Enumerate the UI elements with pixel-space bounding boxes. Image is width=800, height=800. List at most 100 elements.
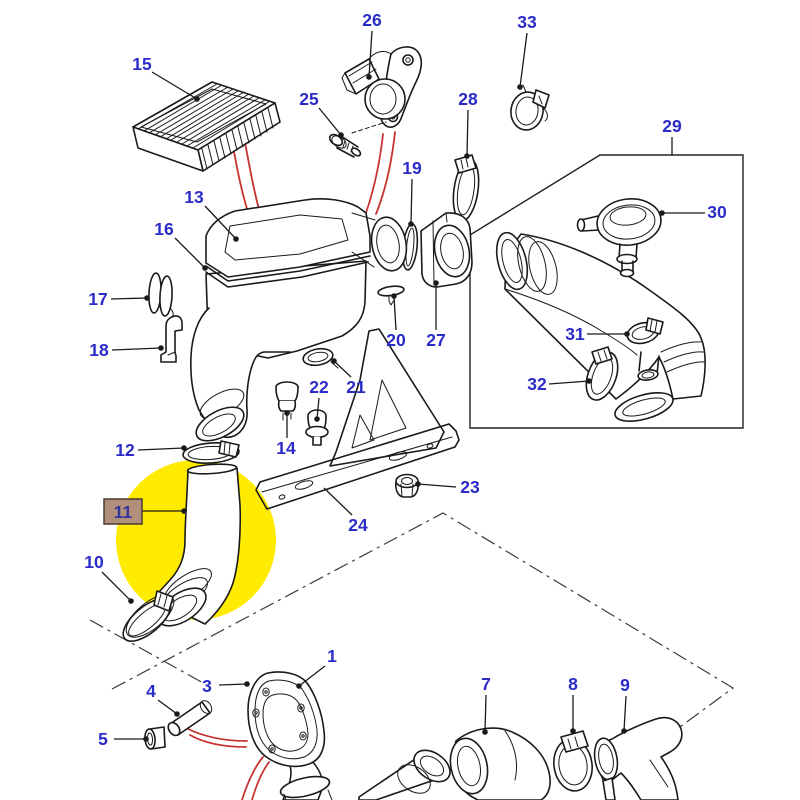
part-callout-16[interactable]: 16 bbox=[154, 219, 174, 239]
leader-12 bbox=[137, 447, 185, 451]
part-callout-7[interactable]: 7 bbox=[481, 674, 491, 694]
part-callout-1[interactable]: 1 bbox=[327, 646, 337, 666]
part-callout-21[interactable]: 21 bbox=[346, 377, 366, 397]
leader-10 bbox=[101, 571, 132, 602]
leader-dot-30 bbox=[659, 210, 665, 216]
leader-dot-23 bbox=[415, 481, 421, 487]
part-28-clamp-drawing bbox=[452, 154, 480, 222]
leader-dot-7 bbox=[482, 729, 488, 735]
leader-dot-19 bbox=[408, 221, 414, 227]
part-7-hose-drawing bbox=[449, 727, 551, 800]
leader-dot-16 bbox=[202, 265, 208, 271]
part-callout-13[interactable]: 13 bbox=[184, 187, 204, 207]
part-8-clamp-drawing bbox=[553, 730, 593, 792]
part-callout-9[interactable]: 9 bbox=[620, 675, 630, 695]
leader-dot-10 bbox=[128, 598, 134, 604]
part-callout-5[interactable]: 5 bbox=[98, 729, 108, 749]
part-12-clamp-drawing bbox=[182, 440, 240, 464]
leader-dot-22 bbox=[314, 416, 320, 422]
leader-dot-5 bbox=[143, 736, 149, 742]
part-callout-11[interactable]: 11 bbox=[114, 502, 133, 522]
part-callout-27[interactable]: 27 bbox=[426, 330, 445, 350]
leader-17 bbox=[110, 297, 148, 300]
leader-dot-12 bbox=[181, 445, 187, 451]
leader-dot-17 bbox=[144, 295, 150, 301]
part-4-pin-drawing bbox=[167, 700, 213, 737]
part-1-3-inlet-flange-drawing bbox=[247, 671, 333, 800]
leader-dot-1 bbox=[296, 683, 302, 689]
leader-9 bbox=[623, 695, 627, 732]
part-21-seal-drawing bbox=[302, 347, 339, 369]
part-30-valve-drawing bbox=[576, 198, 662, 278]
part-14-mount-drawing bbox=[275, 381, 299, 421]
leader-dot-21 bbox=[331, 358, 337, 364]
part-31-clamp-drawing bbox=[626, 317, 664, 345]
leader-32 bbox=[548, 380, 590, 385]
part-callout-4[interactable]: 4 bbox=[146, 681, 156, 701]
leader-16 bbox=[174, 237, 206, 269]
leader-23 bbox=[417, 483, 457, 488]
leader-dot-27 bbox=[433, 280, 439, 286]
leader-22 bbox=[316, 397, 320, 420]
leader-dot-33 bbox=[517, 84, 523, 90]
leader-28 bbox=[466, 109, 469, 157]
part-callout-14[interactable]: 14 bbox=[276, 438, 296, 458]
leader-3 bbox=[218, 683, 248, 686]
part-18-bracket-drawing bbox=[160, 315, 183, 363]
part-26-sensor-drawing bbox=[341, 46, 423, 134]
part-callout-17[interactable]: 17 bbox=[88, 289, 107, 309]
leader-24 bbox=[323, 487, 353, 516]
leader-21 bbox=[333, 360, 352, 378]
connecting-pipe-drawing bbox=[358, 749, 451, 800]
leader-dot-32 bbox=[586, 378, 592, 384]
leader-4 bbox=[157, 699, 178, 715]
leader-dot-4 bbox=[174, 711, 180, 717]
leader-7 bbox=[484, 694, 487, 733]
leader-19 bbox=[410, 178, 413, 225]
part-callout-18[interactable]: 18 bbox=[89, 340, 109, 360]
part-callout-19[interactable]: 19 bbox=[402, 158, 422, 178]
part-callout-31[interactable]: 31 bbox=[565, 324, 585, 344]
leader-18 bbox=[111, 347, 162, 351]
part-callout-26[interactable]: 26 bbox=[362, 10, 382, 30]
part-callout-10[interactable]: 10 bbox=[84, 552, 104, 572]
part-15-air-filter-drawing bbox=[132, 81, 281, 172]
part-callout-20[interactable]: 20 bbox=[386, 330, 406, 350]
part-callout-30[interactable]: 30 bbox=[707, 202, 727, 222]
part-callout-28[interactable]: 28 bbox=[458, 89, 478, 109]
part-17-clip-drawing bbox=[148, 272, 174, 319]
part-callout-32[interactable]: 32 bbox=[527, 374, 547, 394]
leader-26 bbox=[368, 30, 373, 78]
part-callout-25[interactable]: 25 bbox=[299, 89, 319, 109]
part-callout-29[interactable]: 29 bbox=[662, 116, 682, 136]
part-27-adapter-drawing bbox=[420, 212, 473, 288]
part-29-hose-drawing bbox=[495, 231, 706, 422]
leader-15 bbox=[151, 71, 198, 100]
part-callout-24[interactable]: 24 bbox=[348, 515, 368, 535]
part-33-clamp-drawing bbox=[510, 84, 550, 131]
leader-20 bbox=[393, 295, 397, 331]
part-20-fastener-drawing bbox=[377, 285, 405, 306]
part-25-bolt-drawing bbox=[328, 133, 362, 158]
selected-part-label-box[interactable] bbox=[103, 498, 143, 525]
part-callout-15[interactable]: 15 bbox=[132, 54, 152, 74]
part-callout-33[interactable]: 33 bbox=[517, 12, 537, 32]
leader-dot-25 bbox=[338, 132, 344, 138]
part-callout-23[interactable]: 23 bbox=[460, 477, 480, 497]
part-callout-22[interactable]: 22 bbox=[309, 377, 329, 397]
leader-dot-15 bbox=[194, 96, 200, 102]
kit-29-box bbox=[469, 154, 744, 429]
leader-dot-3 bbox=[244, 681, 250, 687]
leader-dot-13 bbox=[233, 236, 239, 242]
part-callout-8[interactable]: 8 bbox=[568, 674, 578, 694]
centerlines bbox=[89, 512, 735, 739]
part-callout-12[interactable]: 12 bbox=[115, 440, 135, 460]
leader-dot-8 bbox=[570, 728, 576, 734]
leader-dot-20 bbox=[391, 293, 397, 299]
part-10-clamp-drawing bbox=[122, 590, 175, 642]
part-callout-3[interactable]: 3 bbox=[202, 676, 212, 696]
part-13-16-air-cleaner-drawing bbox=[190, 198, 408, 442]
